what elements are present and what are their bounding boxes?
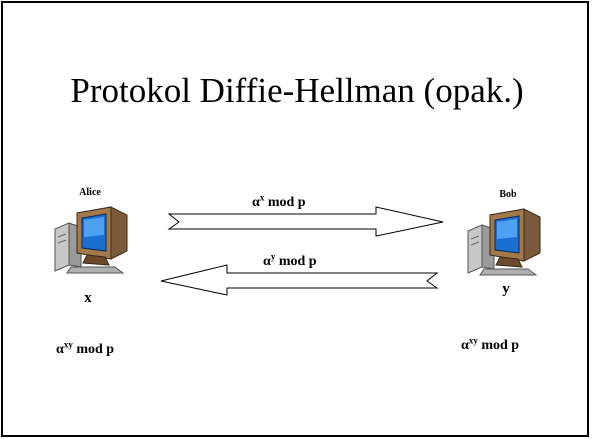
bob-computer-icon xyxy=(467,208,541,276)
message-1-exponent: x xyxy=(259,192,265,203)
bob-key-tail: mod p xyxy=(477,338,520,353)
message-1-base: α xyxy=(252,195,260,210)
bob-shared-key: αxy mod p xyxy=(461,335,520,354)
message-bob-to-alice: αy mod p xyxy=(263,251,317,270)
message-2-base: α xyxy=(263,254,271,269)
alice-secret: x xyxy=(84,290,92,306)
arrows-layer xyxy=(160,206,444,296)
message-1-tail: mod p xyxy=(264,195,306,210)
message-alice-to-bob: αx mod p xyxy=(252,192,306,211)
slide-title: Protokol Diffie-Hellman (opak.) xyxy=(70,71,524,110)
alice-name: Alice xyxy=(79,187,101,198)
alice-shared-key: αxy mod p xyxy=(56,339,115,358)
alice-key-exponent: xy xyxy=(63,339,73,350)
alice-key-base: α xyxy=(56,342,64,357)
alice-key-tail: mod p xyxy=(72,342,115,357)
bob-key-exponent: xy xyxy=(468,335,478,346)
bob-key-base: α xyxy=(461,338,469,353)
bob-name: Bob xyxy=(499,189,517,200)
message-2-exponent: y xyxy=(270,251,276,262)
arrow-right-icon xyxy=(167,206,444,237)
bob-secret: y xyxy=(502,281,510,297)
arrow-left-icon xyxy=(160,264,439,296)
message-2-tail: mod p xyxy=(275,254,317,269)
alice-computer-icon xyxy=(54,206,128,274)
